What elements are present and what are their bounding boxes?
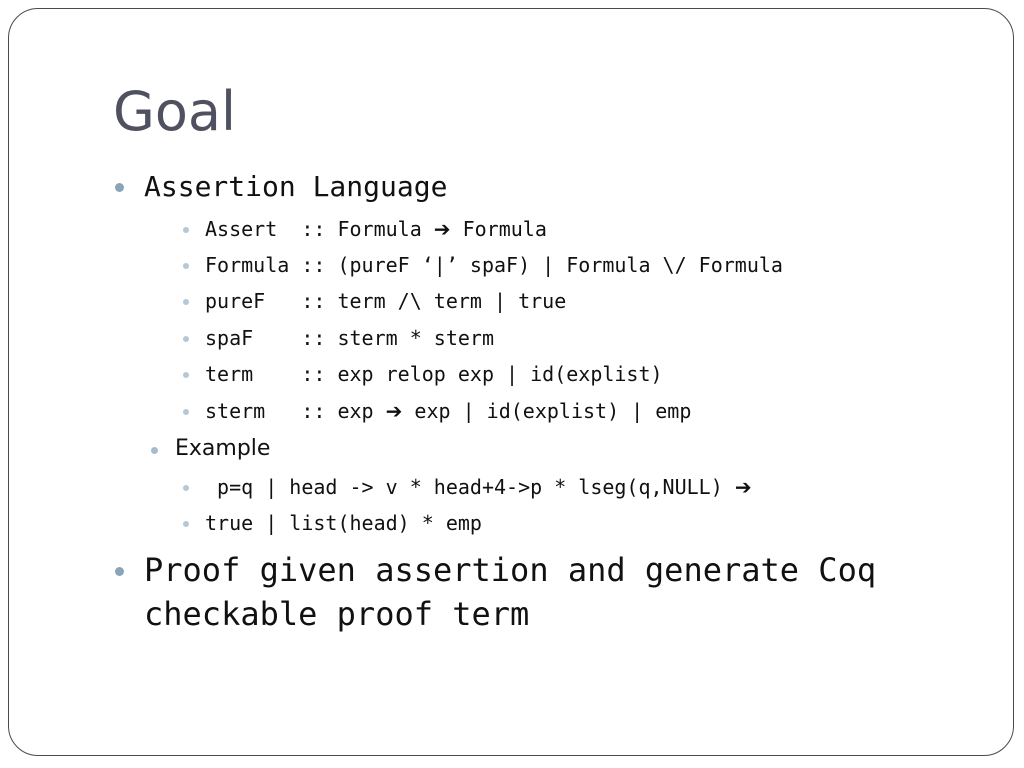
example-line-2: true | list(head) * emp [205,511,482,535]
example-line-1: p=q | head -> v * head+4->p * lseg(q,NUL… [205,475,752,499]
bullet-marker [183,485,189,491]
grammar-text: Formula [450,217,547,241]
arrow-right-icon: ➔ [734,475,752,499]
grammar-line-assert: Assert :: Formula ➔ Formula [205,217,547,241]
arrow-right-icon: ➔ [433,217,451,241]
grammar-line-spaf: spaF :: sterm * sterm [205,326,494,350]
bullet-marker [183,372,189,378]
bullet-marker [183,263,189,269]
bullet-marker [183,299,189,305]
bullet-marker [183,521,189,527]
bullet-marker [115,183,124,192]
bullet-marker [183,336,189,342]
grammar-text: exp | id(explist) | emp [402,399,692,423]
arrow-right-icon: ➔ [385,399,403,423]
grammar-text: Assert :: Formula [205,217,434,241]
grammar-line-puref: pureF :: term /\ term | true [205,289,567,313]
bullet-assertion-language: Assertion Language [144,170,448,203]
bullet-marker [151,447,158,454]
bullet-proof-line-2: checkable proof term [144,595,530,633]
bullet-marker [115,567,124,576]
bullet-marker [183,227,189,233]
grammar-line-sterm: sterm :: exp ➔ exp | id(explist) | emp [205,399,691,423]
slide-title: Goal [113,80,236,143]
bullet-example: Example [175,436,271,461]
grammar-line-formula: Formula :: (pureF ‘|’ spaF) | Formula \/… [205,253,783,277]
example-text: p=q | head -> v * head+4->p * lseg(q,NUL… [205,475,735,499]
grammar-line-term: term :: exp relop exp | id(explist) [205,362,663,386]
slide-frame [8,8,1014,756]
bullet-marker [183,409,189,415]
grammar-text: sterm :: exp [205,399,386,423]
bullet-proof-line-1: Proof given assertion and generate Coq [144,551,877,589]
